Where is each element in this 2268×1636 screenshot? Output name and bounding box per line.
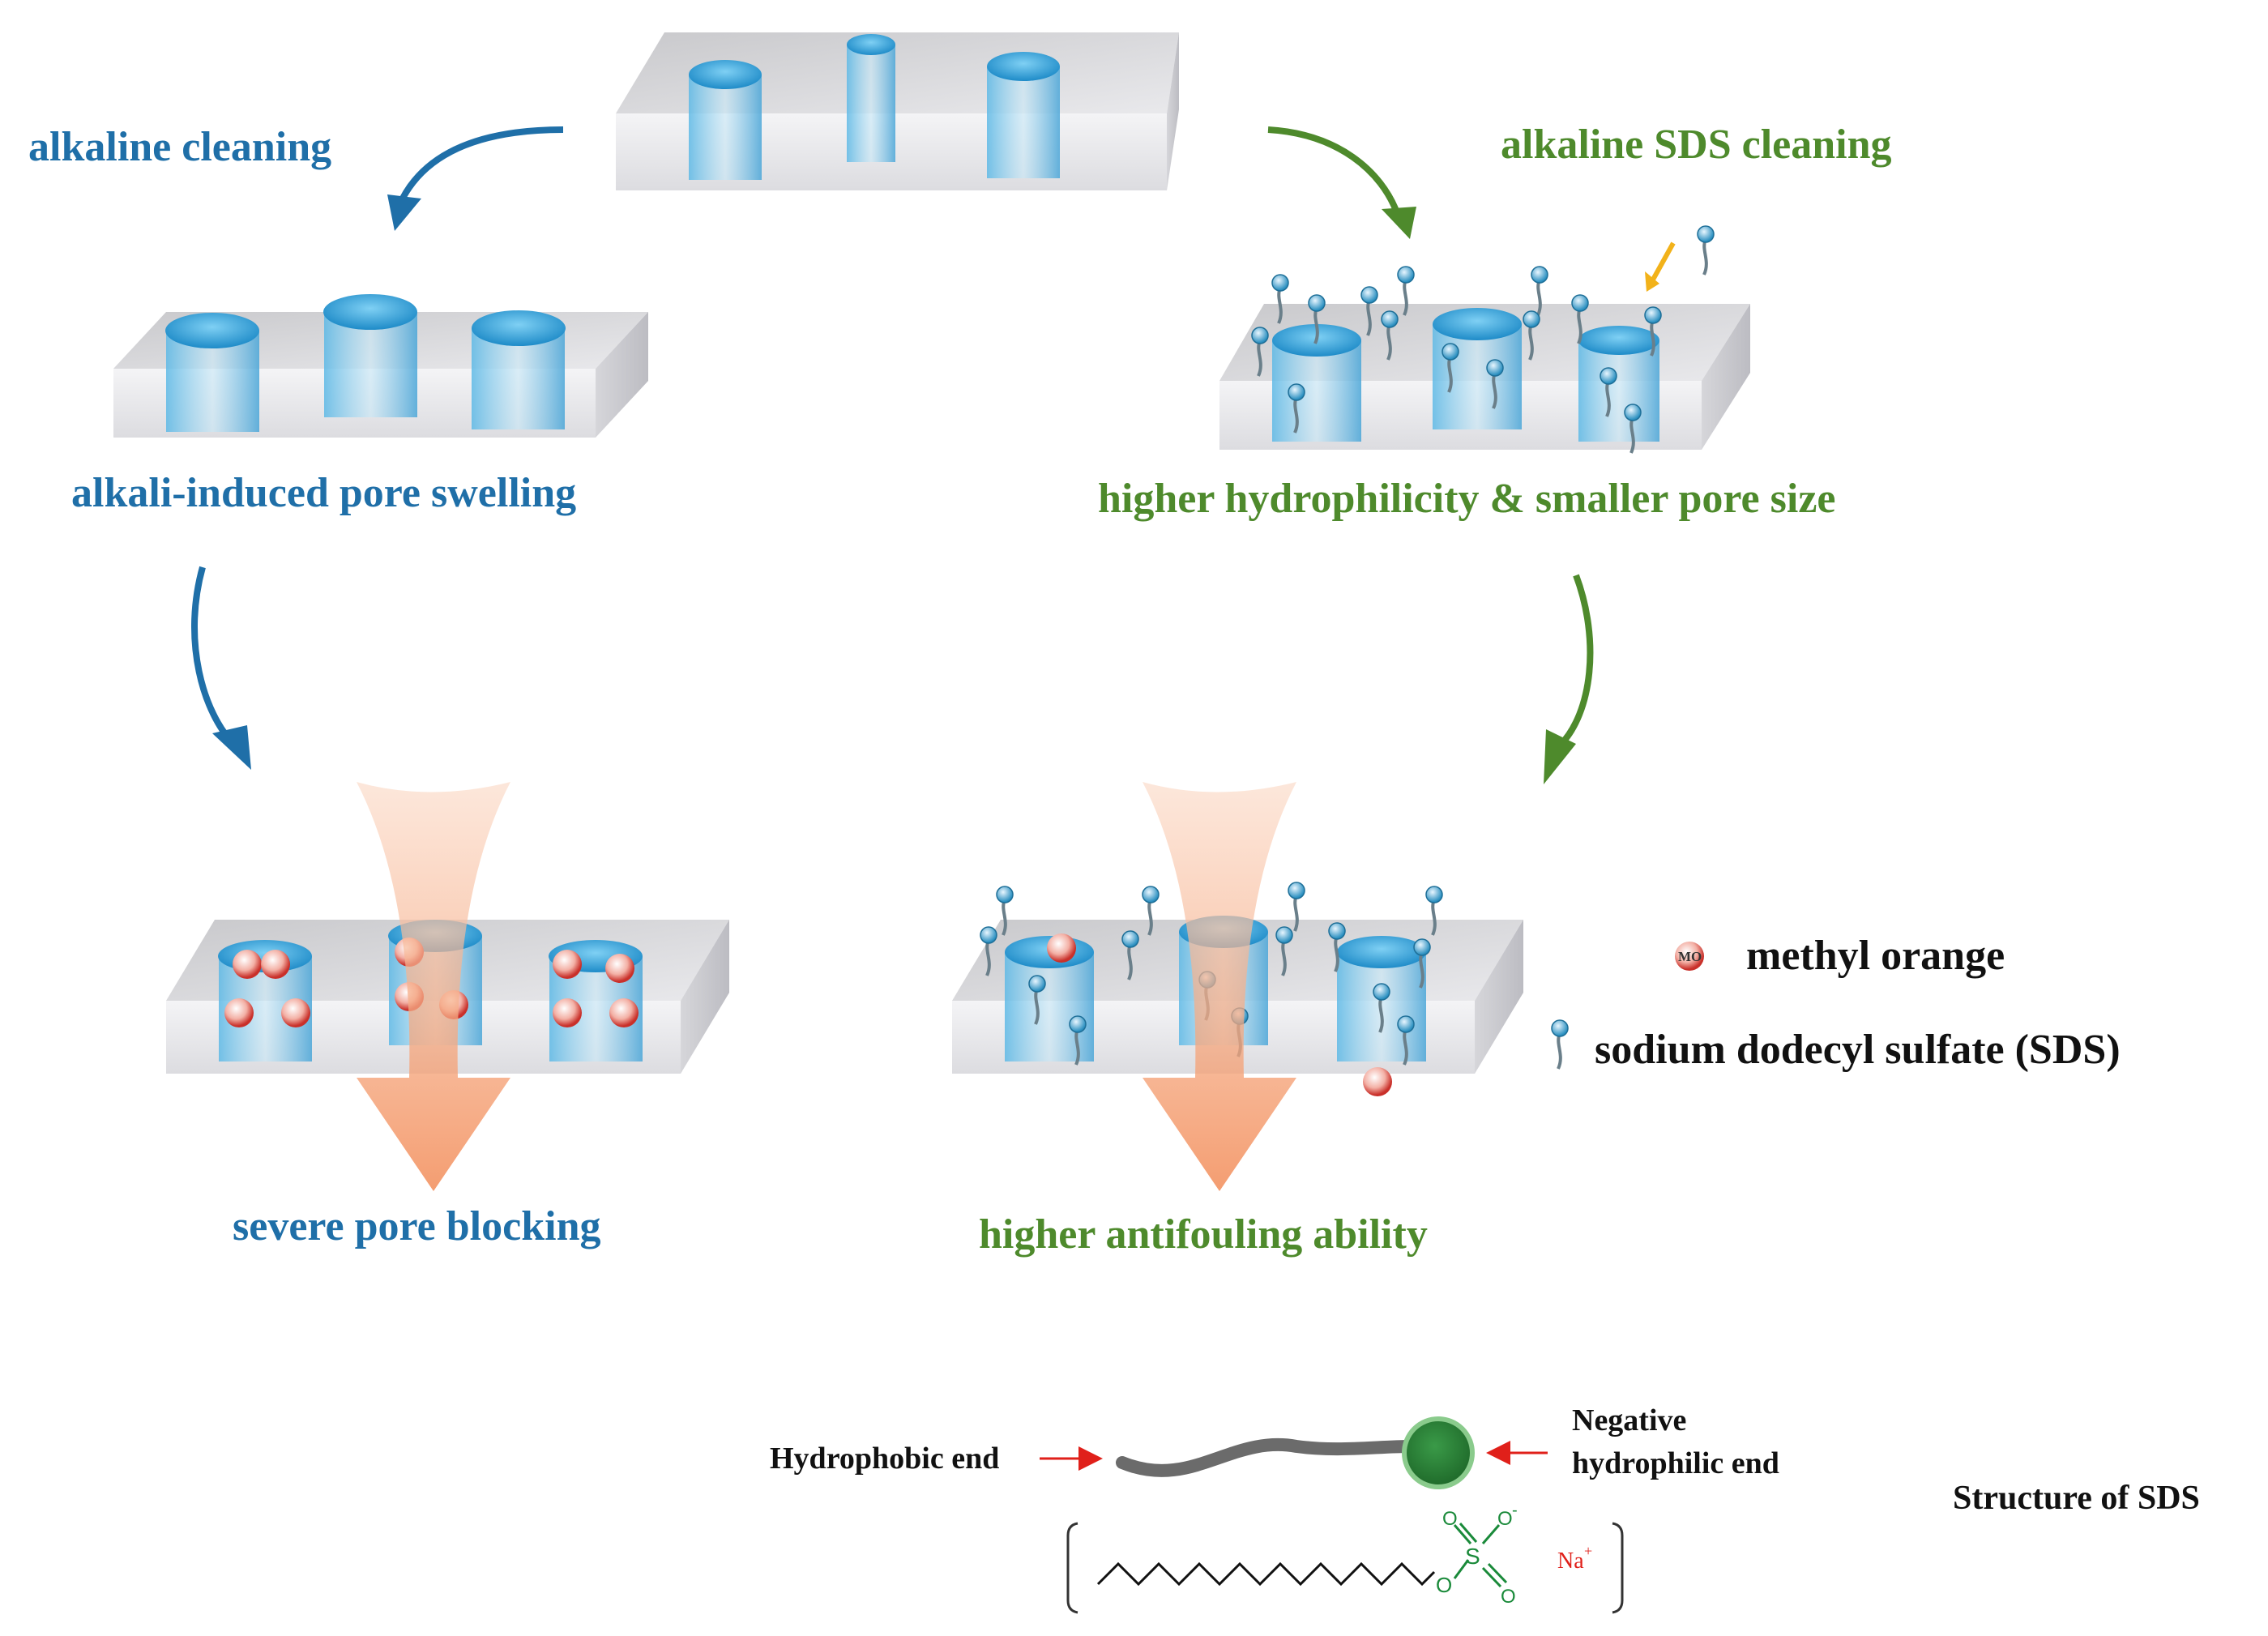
carbon-chain (1096, 1561, 1436, 1587)
arrow-alkaline-sds-cleaning (1267, 126, 1401, 216)
label-antifouling: higher antifouling ability (979, 1211, 1428, 1258)
membrane-swelled (113, 294, 648, 438)
legend-methyl-orange: methyl orange (1746, 933, 2005, 979)
pore (472, 310, 566, 429)
arrow-right-down (1557, 574, 1594, 748)
sds-structure: Hydrophobic end Negative hydrophilic end… (770, 1403, 2200, 1614)
mo-molecule (1363, 1067, 1392, 1096)
ester-oxygen: O (1436, 1573, 1452, 1597)
bracket-left (1066, 1522, 1078, 1614)
pore (987, 52, 1060, 178)
flow-arrow-right (1143, 782, 1296, 1191)
legend: MO methyl orange sodium dodecyl sulfate … (1550, 933, 2121, 1073)
pore (847, 34, 895, 162)
sds-tail (1116, 1437, 1416, 1477)
arrow-alkaline-cleaning (395, 126, 564, 208)
legend-mo-tag: MO (1678, 949, 1702, 964)
arrowhead-green (1544, 729, 1576, 784)
arrowhead-blue (212, 725, 251, 770)
pore (1433, 308, 1522, 429)
negative-label-line2: hydrophilic end (1572, 1446, 1779, 1480)
pore (1578, 326, 1659, 442)
pore (165, 313, 259, 432)
sodium-charge: + (1584, 1543, 1592, 1559)
membrane-sds-treated (1219, 224, 1750, 455)
legend-sds-icon (1550, 1019, 1570, 1070)
flow-arrow-left (357, 782, 510, 1191)
structure-title: Structure of SDS (1953, 1480, 2200, 1517)
label-pore-swelling: alkali-induced pore swelling (71, 470, 576, 516)
pore (1337, 936, 1426, 1061)
arrowhead-green (1382, 207, 1416, 239)
label-alkaline-sds-cleaning: alkaline SDS cleaning (1501, 122, 1892, 168)
oxygen-bottom: O (1501, 1586, 1516, 1608)
pore (1272, 324, 1361, 442)
label-pore-blocking: severe pore blocking (233, 1203, 601, 1249)
mo-molecule (1047, 933, 1076, 963)
arrowhead-blue (387, 194, 421, 231)
arrow-left-down (191, 566, 237, 748)
bracket-right (1612, 1522, 1624, 1614)
membrane-original (616, 32, 1179, 190)
oxygen-top-right: O (1497, 1508, 1513, 1530)
pore (689, 60, 762, 180)
sulfur: S (1465, 1544, 1480, 1569)
oxygen-top-left: O (1442, 1508, 1458, 1530)
sodium-ion: Na (1557, 1548, 1584, 1574)
sds-head (1402, 1416, 1475, 1489)
label-hydrophilicity: higher hydrophilicity & smaller pore siz… (1098, 476, 1835, 522)
legend-sds: sodium dodecyl sulfate (SDS) (1595, 1027, 2121, 1073)
label-alkaline-cleaning: alkaline cleaning (28, 124, 331, 170)
negative-label-line1: Negative (1572, 1403, 1686, 1437)
hydrophobic-end-label: Hydrophobic end (770, 1442, 999, 1476)
pore (323, 294, 417, 417)
oxygen-minus-sign: - (1512, 1501, 1518, 1519)
